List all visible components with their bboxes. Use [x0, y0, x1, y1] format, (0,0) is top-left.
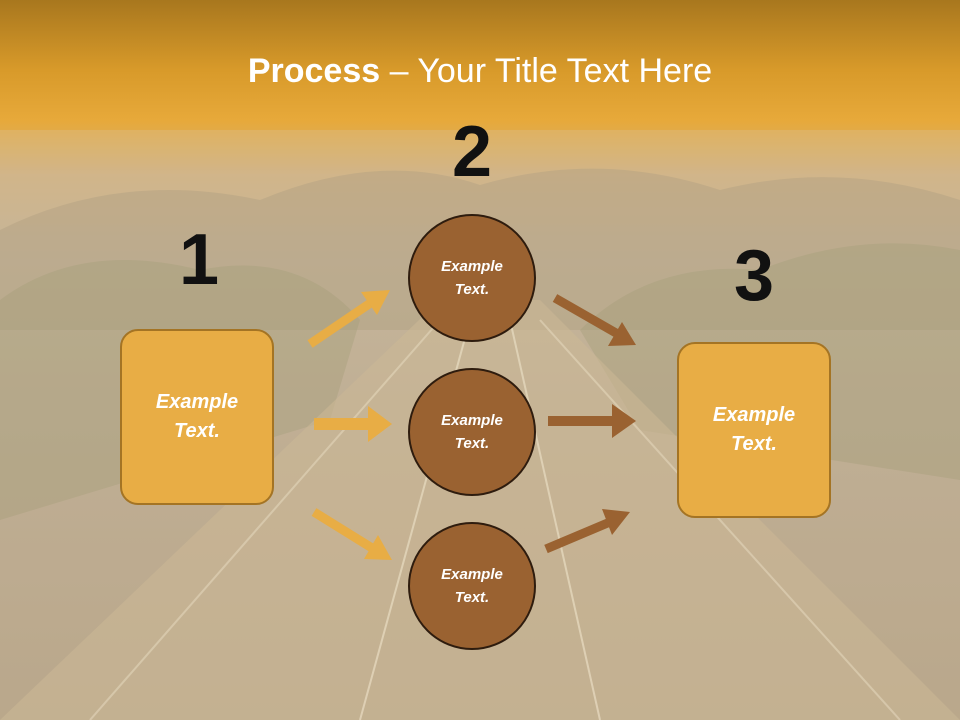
step-box-1-text: Example Text. [155, 391, 239, 442]
slide-title: Process – Your Title Text Here [0, 52, 960, 91]
arrow-box1-to-top [307, 290, 390, 348]
title-bold: Process [247, 52, 381, 90]
step-number-2: 2 [451, 112, 493, 192]
circle-top-text: Example Text. [441, 257, 503, 298]
arrow-box1-to-bottom [311, 508, 392, 560]
circle-top: Example Text. [408, 214, 536, 342]
circle-bottom: Example Text. [408, 522, 536, 650]
arrow-middle-to-box3 [548, 404, 636, 438]
step-box-1: Example Text. [120, 329, 274, 505]
arrow-top-to-box3 [552, 294, 636, 346]
circle-middle: Example Text. [408, 368, 536, 496]
title-rest: – Your Title Text Here [380, 52, 713, 90]
circle-bottom-text: Example Text. [441, 565, 503, 606]
circle-middle-text: Example Text. [441, 411, 503, 452]
step-box-3: Example Text. [677, 342, 831, 518]
step-box-3-text: Example Text. [712, 404, 796, 455]
step-number-3: 3 [733, 236, 775, 316]
arrow-bottom-to-box3 [544, 509, 630, 554]
step-number-1: 1 [178, 220, 220, 300]
arrow-box1-to-middle [314, 406, 392, 442]
